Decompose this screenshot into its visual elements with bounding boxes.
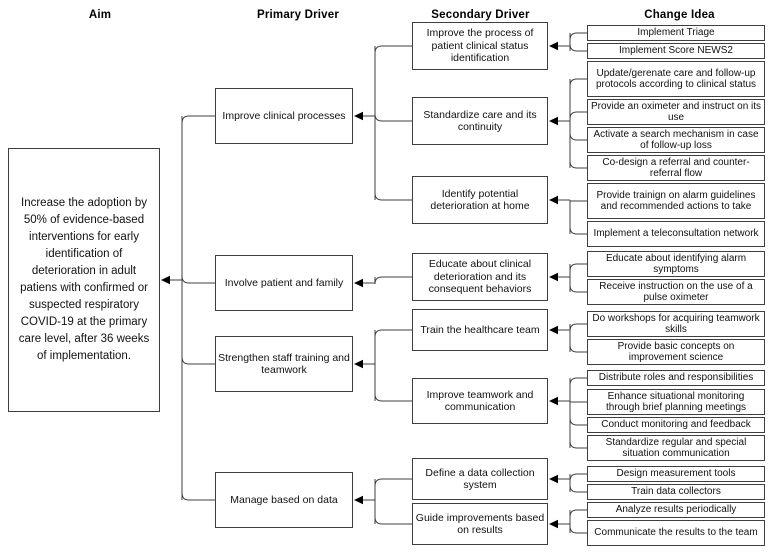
- secondary-driver-6[interactable]: Improve teamwork and communication: [412, 378, 548, 424]
- change-idea-18-label: Train data collectors: [631, 486, 721, 498]
- change-idea-13-label: Distribute roles and responsibilities: [598, 372, 754, 384]
- column-header-primary-driver: Primary Driver: [256, 9, 340, 21]
- primary-driver-1[interactable]: Improve clinical processes: [215, 88, 353, 144]
- change-idea-6[interactable]: Co-design a referral and counter-referra…: [587, 155, 765, 181]
- primary-driver-3-label: Strengthen staff training and teamwork: [218, 351, 350, 377]
- change-idea-14-label: Enhance situational monitoring through b…: [605, 390, 747, 413]
- secondary-driver-7-label: Define a data collection system: [425, 466, 535, 492]
- secondary-driver-6-label: Improve teamwork and communication: [426, 388, 534, 414]
- change-idea-17-label: Design measurement tools: [616, 468, 736, 480]
- primary-driver-3[interactable]: Strengthen staff training and teamwork: [215, 336, 353, 392]
- secondary-driver-7[interactable]: Define a data collection system: [412, 458, 548, 500]
- change-idea-3[interactable]: Update/gerenate care and follow-up proto…: [587, 61, 765, 97]
- primary-driver-4-label: Manage based on data: [230, 493, 338, 506]
- secondary-driver-3[interactable]: Identify potential deterioration at home: [412, 176, 548, 224]
- change-idea-16[interactable]: Standardize regular and special situatio…: [587, 435, 765, 461]
- change-idea-19[interactable]: Analyze results periodically: [587, 502, 765, 518]
- change-idea-17[interactable]: Design measurement tools: [587, 466, 765, 482]
- secondary-driver-5[interactable]: Train the healthcare team: [412, 309, 548, 351]
- column-header-change-idea: Change Idea: [644, 9, 715, 21]
- primary-driver-4[interactable]: Manage based on data: [215, 472, 353, 528]
- primary-driver-2[interactable]: Involve patient and family: [215, 255, 353, 311]
- change-idea-8-label: Implement a teleconsultation network: [593, 228, 759, 240]
- change-idea-18[interactable]: Train data collectors: [587, 484, 765, 500]
- change-idea-7[interactable]: Provide trainign on alarm guidelines and…: [587, 183, 765, 219]
- secondary-driver-2[interactable]: Standardize care and its continuity: [412, 97, 548, 145]
- secondary-driver-2-label: Standardize care and its continuity: [423, 108, 537, 134]
- change-idea-1[interactable]: Implement Triage: [587, 25, 765, 41]
- primary-driver-2-label: Involve patient and family: [224, 276, 344, 289]
- secondary-driver-1[interactable]: Improve the process of patient clinical …: [412, 22, 548, 70]
- column-header-secondary-driver: Secondary Driver: [431, 9, 530, 21]
- change-idea-9-label: Educate about identifying alarm symptoms: [605, 252, 747, 275]
- change-idea-4-label: Provide an oximeter and instruct on its …: [590, 100, 762, 123]
- change-idea-1-label: Implement Triage: [637, 27, 715, 39]
- secondary-driver-4-label: Educate about clinical deterioration and…: [428, 258, 532, 296]
- change-idea-4[interactable]: Provide an oximeter and instruct on its …: [587, 99, 765, 125]
- change-idea-2[interactable]: Implement Score NEWS2: [587, 43, 765, 59]
- secondary-driver-8[interactable]: Guide improvements based on results: [412, 503, 548, 545]
- change-idea-13[interactable]: Distribute roles and responsibilities: [587, 370, 765, 386]
- secondary-driver-3-label: Identify potential deterioration at home: [430, 187, 530, 213]
- column-header-aim: Aim: [88, 9, 112, 21]
- change-idea-19-label: Analyze results periodically: [615, 504, 737, 516]
- change-idea-15[interactable]: Conduct monitoring and feedback: [587, 417, 765, 433]
- change-idea-12-label: Provide basic concepts on improvement sc…: [617, 340, 735, 363]
- secondary-driver-1-label: Improve the process of patient clinical …: [426, 27, 534, 65]
- change-idea-5-label: Activate a search mechanism in case of f…: [593, 128, 759, 151]
- change-idea-20-label: Communicate the results to the team: [594, 527, 758, 539]
- aim-box[interactable]: Increase the adoption by 50% of evidence…: [8, 148, 160, 412]
- primary-driver-1-label: Improve clinical processes: [222, 109, 346, 122]
- change-idea-10[interactable]: Receive instruction on the use of a puls…: [587, 279, 765, 305]
- change-idea-8[interactable]: Implement a teleconsultation network: [587, 221, 765, 247]
- change-idea-15-label: Conduct monitoring and feedback: [601, 419, 751, 431]
- change-idea-20[interactable]: Communicate the results to the team: [587, 520, 765, 546]
- secondary-driver-8-label: Guide improvements based on results: [415, 511, 545, 537]
- change-idea-5[interactable]: Activate a search mechanism in case of f…: [587, 127, 765, 153]
- change-idea-16-label: Standardize regular and special situatio…: [605, 436, 747, 459]
- change-idea-11[interactable]: Do workshops for acquiring teamwork skil…: [587, 311, 765, 337]
- change-idea-10-label: Receive instruction on the use of a puls…: [599, 280, 753, 303]
- change-idea-14[interactable]: Enhance situational monitoring through b…: [587, 389, 765, 415]
- aim-box-label: Increase the adoption by 50% of evidence…: [18, 197, 150, 362]
- change-idea-3-label: Update/gerenate care and follow-up proto…: [595, 67, 757, 90]
- change-idea-2-label: Implement Score NEWS2: [619, 45, 733, 57]
- change-idea-7-label: Provide trainign on alarm guidelines and…: [596, 189, 756, 212]
- change-idea-12[interactable]: Provide basic concepts on improvement sc…: [587, 339, 765, 365]
- change-idea-9[interactable]: Educate about identifying alarm symptoms: [587, 251, 765, 277]
- change-idea-6-label: Co-design a referral and counter-referra…: [602, 156, 750, 179]
- secondary-driver-4[interactable]: Educate about clinical deterioration and…: [412, 253, 548, 301]
- change-idea-11-label: Do workshops for acquiring teamwork skil…: [592, 312, 760, 335]
- secondary-driver-5-label: Train the healthcare team: [420, 323, 540, 336]
